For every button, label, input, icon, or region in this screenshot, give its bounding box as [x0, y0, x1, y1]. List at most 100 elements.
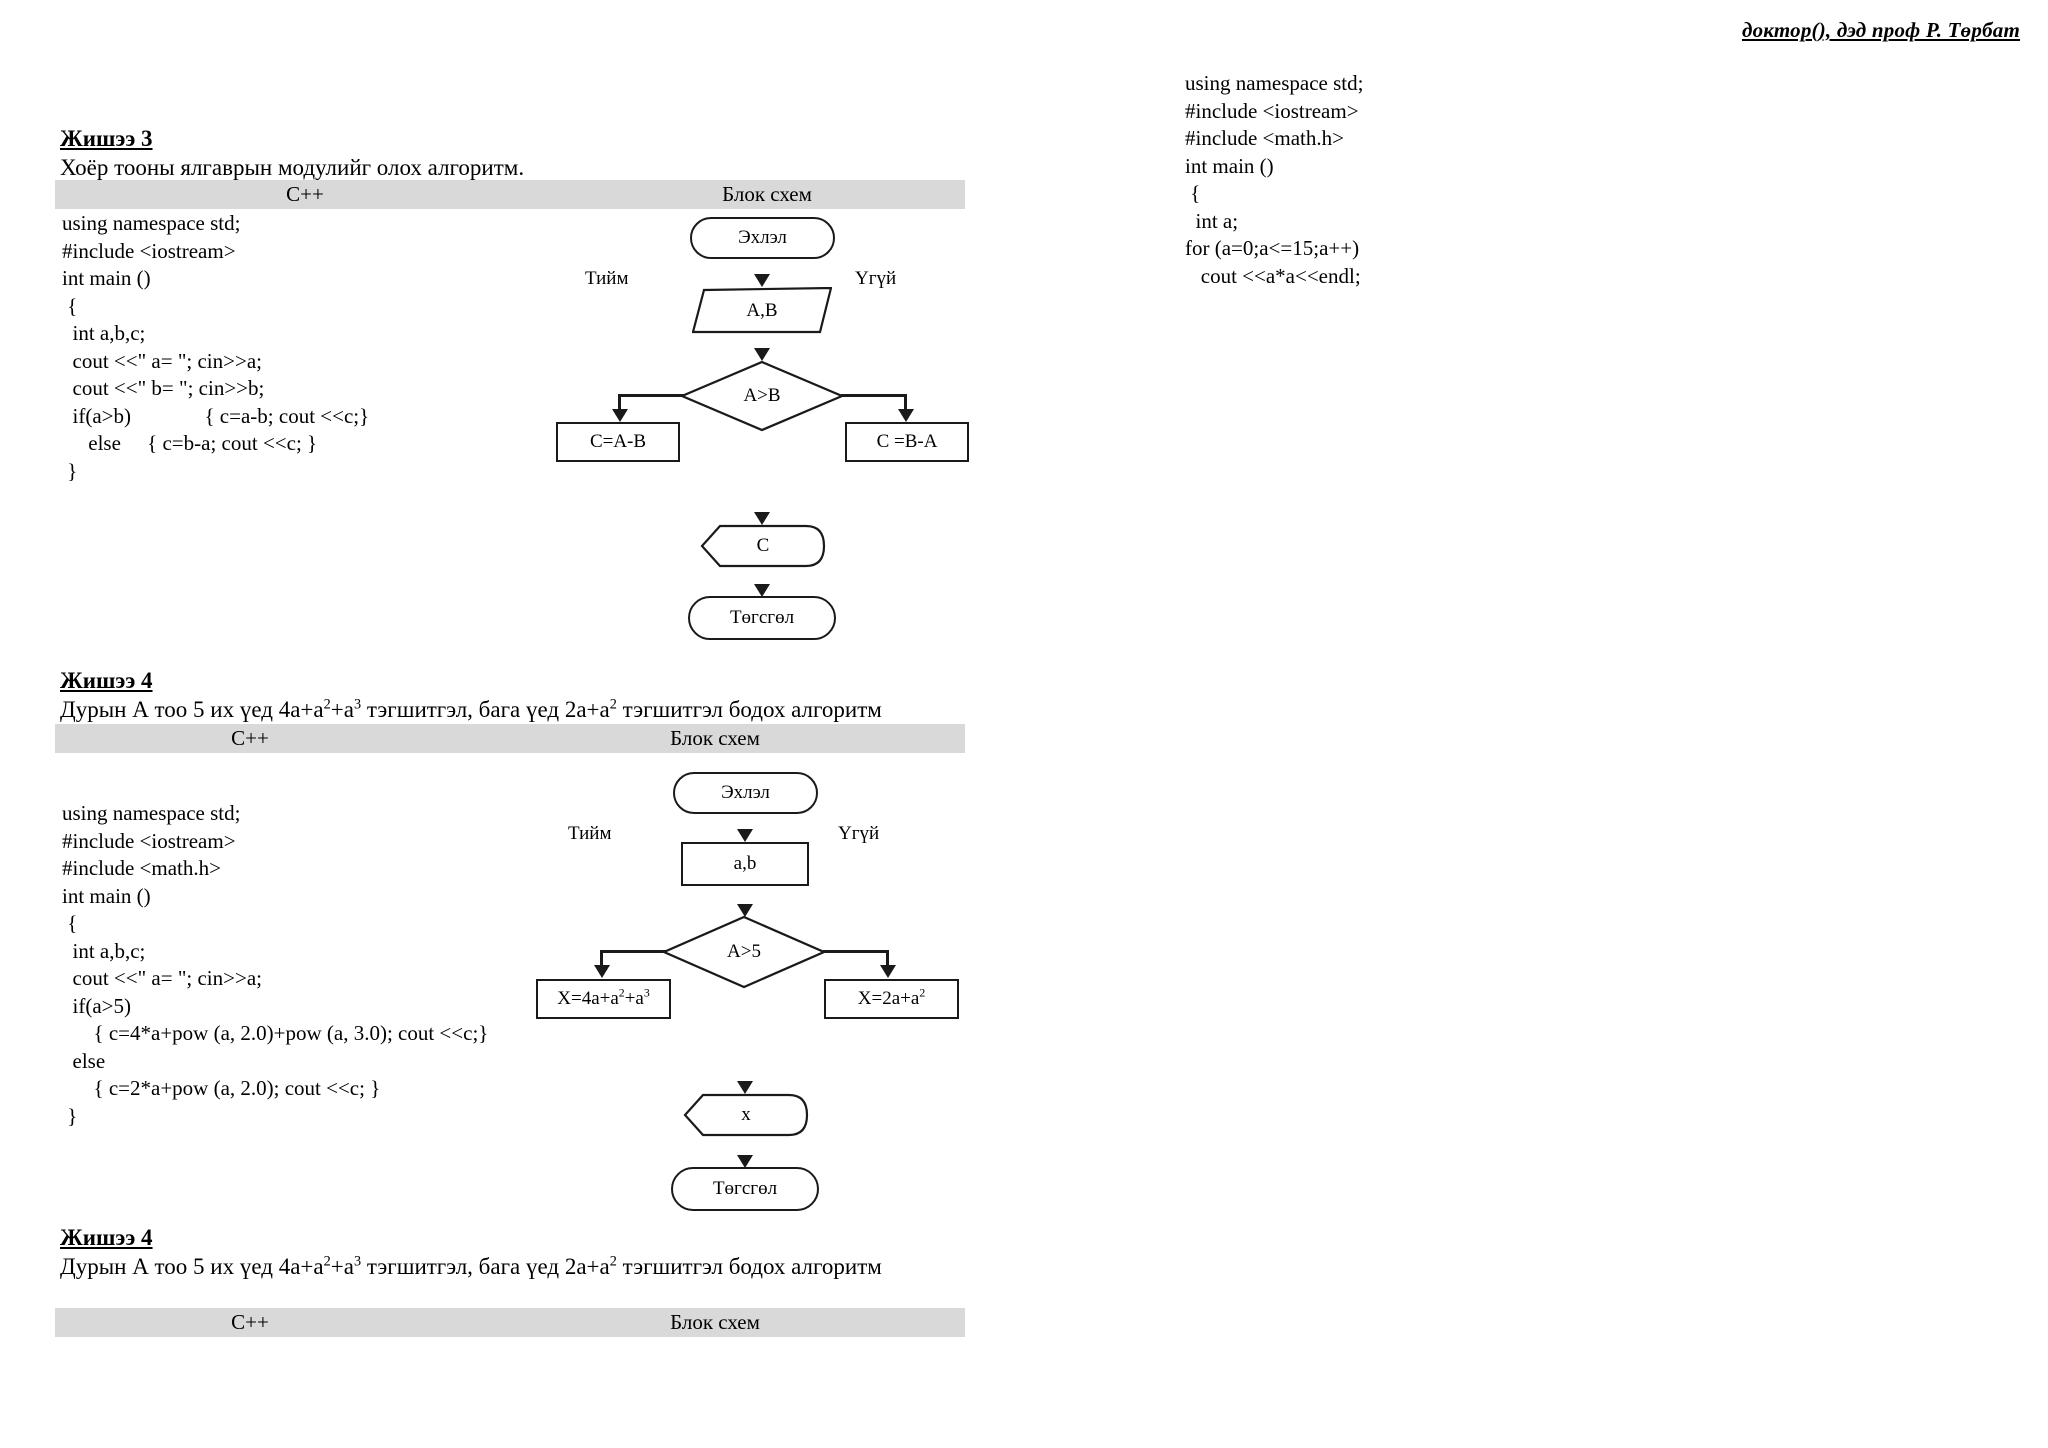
- example4b-desc-part3: тэгшитгэл, бага үед 2a+a: [361, 1254, 610, 1279]
- flow3-input-parallelogram: A,B: [691, 286, 833, 334]
- flow4-arrow-no: [880, 965, 896, 978]
- flow3-no-box: C =B-A: [845, 422, 969, 462]
- example4b-title: Жишээ 4: [60, 1225, 153, 1250]
- flow4-merge-h: [548, 889, 842, 891]
- flow3-no-box-label: C =B-A: [876, 431, 938, 452]
- flow4-yes-box: X=4a+a2+a3: [536, 979, 671, 1019]
- flow3-arrow-merge: [754, 512, 770, 525]
- flow3-yes-label: Тийм: [585, 268, 629, 289]
- example4b-description: Дурын А тоо 5 их үед 4a+a2+a3 тэгшитгэл,…: [60, 1254, 882, 1280]
- flow3-end-label: Төгсгөл: [729, 607, 795, 628]
- example4-desc-sup2: 3: [353, 696, 362, 713]
- example4b-col-cpp: C++: [231, 1310, 269, 1334]
- example4-desc-part1: Дурын А тоо 5 их үед 4a+a: [60, 697, 324, 722]
- example4-col-flow: Блок схем: [670, 726, 760, 750]
- flow4-start-terminal: Эхлэл: [673, 772, 818, 814]
- example3-column-band: C++ Блок схем: [55, 180, 965, 209]
- flow3-yes-box: C=A-B: [556, 422, 680, 462]
- example4b-desc-part1: Дурын А тоо 5 их үед 4a+a: [60, 1254, 324, 1279]
- flow4-yes-sup1: 2: [618, 986, 625, 1000]
- flow3-branch-right-h: [841, 394, 907, 397]
- example3-col-flow: Блок схем: [722, 182, 812, 206]
- document-header-author: доктор(), дэд проф Р. Төрбат: [1741, 18, 2020, 42]
- example4-desc-sup1: 2: [323, 696, 331, 713]
- flow4-no-box: X=2a+a2: [824, 979, 959, 1019]
- example4-description: Дурын А тоо 5 их үед 4a+a2+a3 тэгшитгэл,…: [60, 697, 882, 723]
- example3-description: Хоёр тооны ялгаврын модулийг олох алгори…: [60, 155, 525, 180]
- flow4-merge-right-v: [548, 843, 550, 889]
- flow3-merge-down: [560, 312, 562, 332]
- flow4-no-box-text: X=2a+a2: [857, 986, 926, 1010]
- flow3-arrow-end: [754, 584, 770, 597]
- flow4-decision-diamond: A>5: [661, 915, 827, 989]
- flow3-conn-input-decision: [560, 220, 562, 238]
- flow4-no-base1: X=2a+a: [857, 988, 920, 1009]
- flow3-conn-output-end: [560, 332, 562, 352]
- flow3-branch-left-h: [618, 394, 684, 397]
- flow4-input-box: a,b: [681, 842, 809, 886]
- flow3-branch-left-v: [618, 394, 621, 414]
- flow3-yes-box-label: C=A-B: [589, 431, 647, 452]
- flow4-yes-label: Тийм: [568, 823, 612, 844]
- flow3-conn-start-input: [560, 200, 562, 220]
- flow4-input-label: a,b: [733, 853, 757, 874]
- flow4-conn-input-decision: [548, 775, 550, 797]
- example4-desc-part2: +a: [330, 697, 354, 722]
- flow3-output-display: C: [700, 524, 826, 568]
- flow4-arrow-2: [737, 904, 753, 917]
- flow3-no-label: Үгүй: [855, 268, 897, 289]
- flow4-conn-output-end: [548, 913, 550, 935]
- flow3-start-label: Эхлэл: [738, 227, 787, 248]
- flow4-yes-box-text: X=4a+a2+a3: [557, 986, 649, 1010]
- example4b-desc-sup1: 2: [323, 1253, 331, 1270]
- flow3-merge-left-v: [560, 238, 562, 274]
- flow4-branch-right-v: [886, 950, 889, 970]
- example4-desc-sup3: 2: [609, 696, 617, 713]
- example3-title: Жишээ 3: [60, 126, 153, 151]
- example4-desc-part4: тэгшитгэл бодох алгоритм: [616, 697, 882, 722]
- example4-title: Жишээ 4: [60, 668, 153, 693]
- flow3-decision-diamond: A>B: [679, 360, 845, 432]
- example4b-col-flow: Блок схем: [670, 1310, 760, 1334]
- example4b-desc-sup3: 2: [609, 1253, 617, 1270]
- example3-code-block: using namespace std; #include <iostream>…: [62, 211, 370, 483]
- flow4-branch-left-h: [600, 950, 666, 953]
- flow3-merge-right-v: [560, 274, 562, 310]
- flow4-start-label: Эхлэл: [721, 782, 770, 803]
- flow3-start-terminal: Эхлэл: [690, 217, 835, 259]
- flow4-end-terminal: Төгсгөл: [671, 1167, 819, 1211]
- flow4-yes-base2: +a: [624, 988, 644, 1009]
- flow3-arrow-1: [754, 274, 770, 287]
- example4-column-band: C++ Блок схем: [55, 724, 965, 753]
- example4b-desc-part2: +a: [330, 1254, 354, 1279]
- flow4-arrow-merge: [737, 1081, 753, 1094]
- flow4-branch-left-v: [600, 950, 603, 970]
- example3-col-cpp: C++: [286, 182, 324, 206]
- flow3-arrow-no: [898, 409, 914, 422]
- flow4-no-sup1: 2: [919, 986, 926, 1000]
- flow4-no-label: Үгүй: [838, 823, 880, 844]
- flow4-arrow-1: [737, 829, 753, 842]
- flow4-arrow-end: [737, 1155, 753, 1168]
- flow3-arrow-yes: [612, 409, 628, 422]
- flow4-end-label: Төгсгөл: [712, 1178, 778, 1199]
- flow3-arrow-2: [754, 348, 770, 361]
- flow4-output-display: x: [683, 1093, 809, 1137]
- flow3-end-terminal: Төгсгөл: [688, 596, 836, 640]
- example4b-column-band: C++ Блок схем: [55, 1308, 965, 1337]
- example4-flowchart: Эхлэл a,b A>5 Тийм Үгүй X=4a+a2+a3: [536, 755, 968, 1211]
- example4b-desc-part4: тэгшитгэл бодох алгоритм: [616, 1254, 882, 1279]
- flow3-branch-right-v: [904, 394, 907, 414]
- flow4-yes-base1: X=4a+a: [557, 988, 619, 1009]
- example4b-desc-sup2: 3: [353, 1253, 362, 1270]
- example4-col-cpp: C++: [231, 726, 269, 750]
- flow4-merge-down: [548, 891, 550, 913]
- side-code-block: using namespace std; #include <iostream>…: [1185, 71, 1364, 288]
- flow4-conn-start-input: [548, 755, 550, 775]
- example4-code-block: using namespace std; #include <iostream>…: [62, 801, 489, 1128]
- example4-desc-part3: тэгшитгэл, бага үед 2a+a: [361, 697, 610, 722]
- example3-flowchart: Эхлэл A,B A>B Тийм Үгүй: [556, 200, 969, 640]
- flow4-arrow-yes: [594, 965, 610, 978]
- flow4-branch-right-h: [823, 950, 889, 953]
